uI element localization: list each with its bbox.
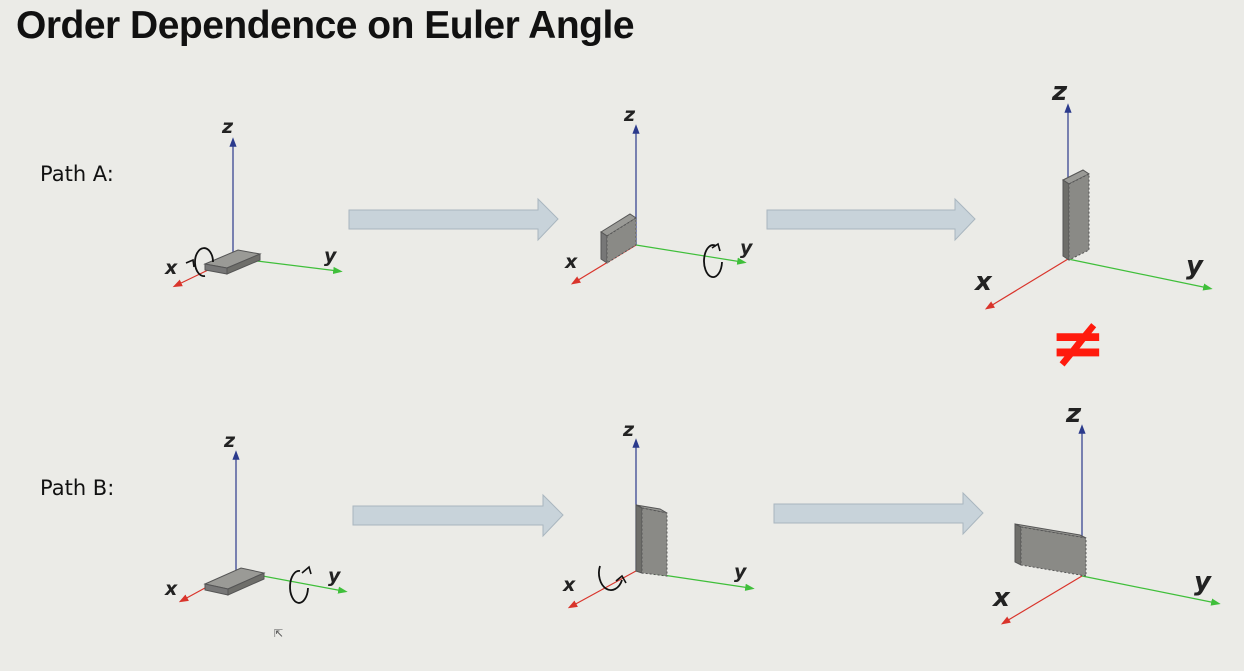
x-axis-label: x [991,583,1011,613]
path-b-frame-2: z y x [562,419,755,609]
step-arrow-icon [766,197,976,242]
y-axis-label: y [1194,567,1212,597]
x-axis-label: x [973,267,993,297]
slide-title: Order Dependence on Euler Angle [16,4,635,47]
x-axis-label: x [562,574,576,596]
path-a-frame-3: z y x [973,77,1213,310]
y-axis-label: y [740,237,754,259]
x-axis [567,570,637,609]
x-axis-label: x [564,251,578,273]
y-axis-label: y [328,565,342,587]
x-axis [984,258,1069,310]
step-arrow-icon [773,491,984,536]
z-axis-label: z [1051,77,1068,107]
mouse-cursor-icon: ⇱ [274,627,284,640]
y-axis [1067,258,1213,291]
x-axis-label: x [164,578,178,600]
sideways-plate [1014,523,1087,577]
z-axis-label: z [223,430,236,452]
x-axis-label: x [164,257,178,279]
step-arrow-icon [352,493,564,538]
z-axis-label: z [1065,399,1082,429]
rotation-arrow-y-icon [289,570,309,604]
rotation-arrow-x-icon [194,247,214,277]
y-axis-label: y [324,245,338,267]
y-axis-label: y [734,561,748,583]
path-b-frame-3: z y x [991,399,1221,625]
path-a-frame-2: z y x [564,104,754,285]
path-a-label: Path A: [40,162,114,186]
path-a-frame-1: z y x [164,116,343,288]
upright-plate [1062,169,1090,261]
not-equal-icon: ≠ [1050,304,1107,383]
x-axis [1000,575,1083,625]
rotation-arrow-x-icon [598,565,623,591]
path-b-label: Path B: [40,476,115,500]
path-b-frame-1: z y x [164,430,348,604]
z-axis-label: z [221,116,234,138]
y-axis [1081,575,1221,606]
step-arrow-icon [348,197,559,242]
flat-plate [203,249,262,275]
z-axis-label: z [623,104,636,126]
tilted-plate [600,213,637,264]
flat-plate [203,567,266,596]
rotation-arrow-y-icon [703,244,723,278]
upright-plate [635,504,668,577]
y-axis [635,244,747,265]
y-axis-label: y [1186,251,1204,281]
z-axis-label: z [622,419,635,441]
